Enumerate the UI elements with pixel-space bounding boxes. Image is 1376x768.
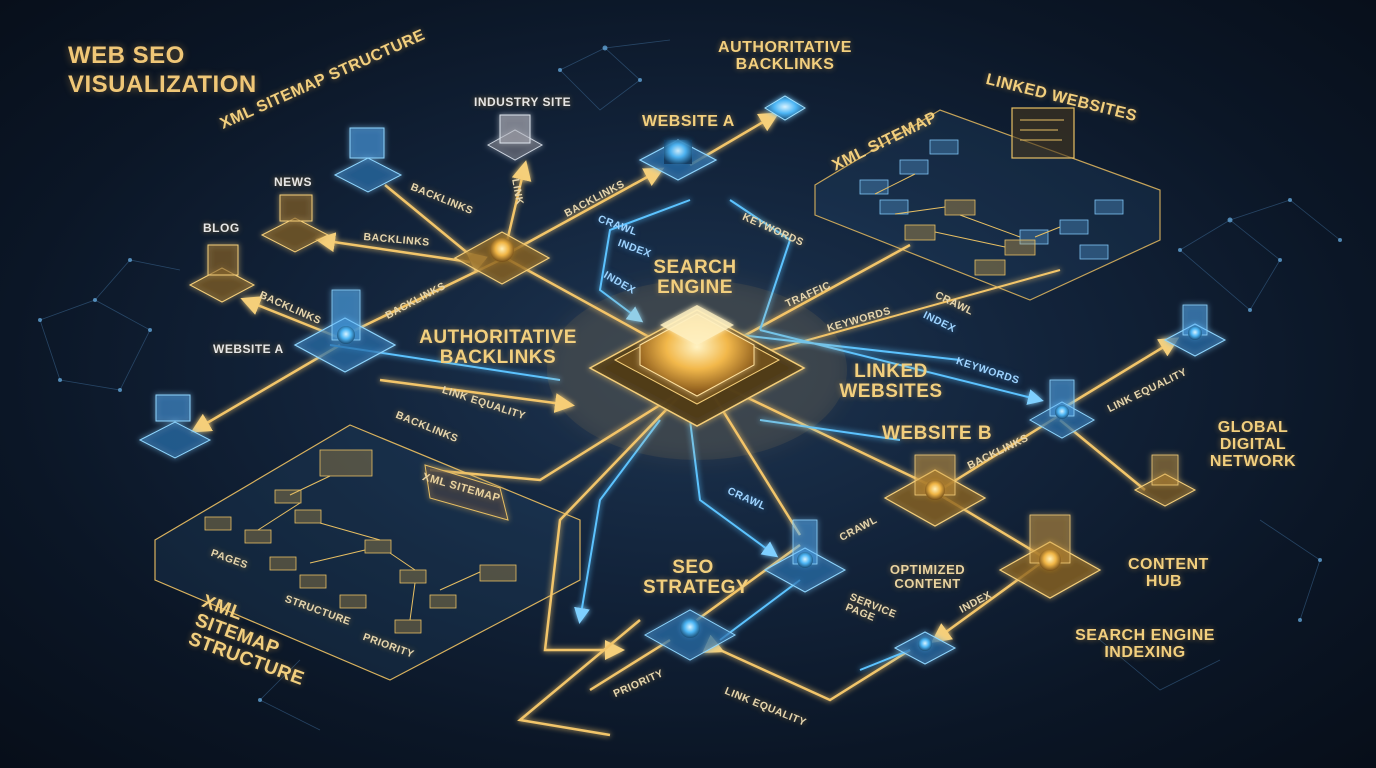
blue-nodes (138, 95, 1227, 665)
linked-websites-center-label: LINKED WEBSITES (839, 361, 943, 402)
search-engine-label: SEARCH ENGINE (640, 258, 750, 298)
authoritative-backlinks-center-label: AUTHORITATIVE BACKLINKS (419, 327, 577, 368)
background-dots (38, 45, 1342, 702)
industry-site-node (486, 114, 544, 161)
authoritative-node-top (764, 95, 806, 121)
seo-strategy-label: SEO STRATEGY (643, 557, 750, 598)
news-label: NEWS (274, 175, 312, 189)
website-b-label: WEBSITE B (882, 423, 993, 444)
website-b-node (883, 454, 987, 527)
website-a-top-node (638, 139, 718, 181)
search-engine-core (547, 280, 847, 460)
blog-node (188, 244, 256, 303)
sitemap-panel-right (814, 107, 1161, 301)
backlinks-hub-node (453, 231, 551, 285)
gold-nodes (188, 114, 1197, 599)
website-b-upper-node (1028, 379, 1096, 439)
title-line-2: VISUALIZATION (68, 70, 257, 98)
global-digital-network-label: GLOBAL DIGITAL NETWORK (1209, 419, 1297, 470)
seo-strategy-node (643, 609, 737, 661)
title-line-1: WEB SEO (68, 42, 185, 69)
website-a-left-label: WEBSITE A (213, 342, 284, 356)
search-engine-label-line1: SEARCH (653, 257, 737, 278)
news-node (260, 194, 330, 253)
website-a-top-label: WEBSITE A (642, 113, 735, 130)
authoritative-backlinks-top-label: AUTHORITATIVE BACKLINKS (718, 39, 852, 73)
service-page-node (893, 631, 957, 665)
sitemap-monitor-node (333, 127, 403, 193)
diagram-title: WEB SEO VISUALIZATION (68, 42, 257, 100)
global-network-gold-node (1133, 454, 1197, 507)
search-engine-label-line2: ENGINE (657, 276, 733, 298)
laptop-node-left (138, 394, 212, 459)
industry-site-label: INDUSTRY SITE (474, 95, 572, 109)
content-hub-label: CONTENT HUB (1128, 556, 1209, 590)
website-a-left-node (293, 289, 397, 373)
global-network-node (1163, 304, 1227, 357)
blog-label: BLOG (203, 221, 240, 235)
xml-sitemap-tag-shape (424, 464, 509, 521)
optimized-content-node (763, 519, 847, 593)
optimized-content-label: OPTIMIZED CONTENT (889, 562, 966, 591)
search-engine-indexing-label: SEARCH ENGINE INDEXING (1075, 627, 1215, 661)
content-hub-node (998, 514, 1102, 599)
